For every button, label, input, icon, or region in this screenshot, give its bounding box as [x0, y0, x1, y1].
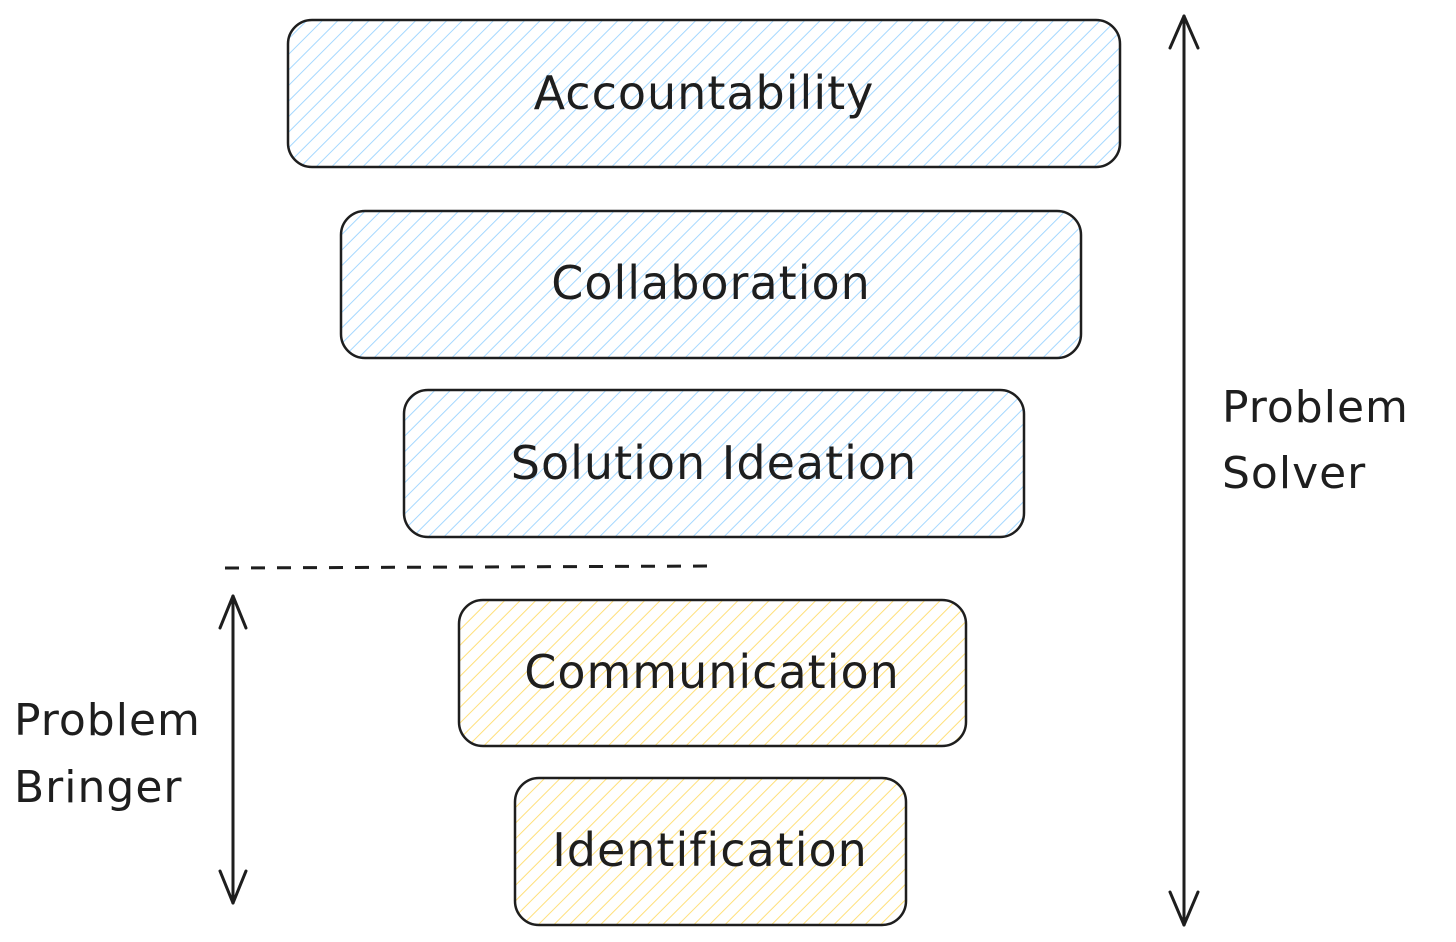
problem-bringer-line2: Bringer: [14, 762, 182, 813]
level-communication: Communication: [457, 598, 968, 748]
level-box: [402, 388, 1026, 539]
level-label: Identification: [552, 823, 868, 877]
level-identification: Identification: [513, 776, 908, 927]
arrow-down-icon: [1168, 890, 1200, 927]
problem-bringer-label: Problem Bringer: [14, 695, 201, 813]
problem-bringer-arrow: [218, 594, 248, 905]
level-solution-ideation: Solution Ideation: [402, 388, 1026, 539]
arrow-down-icon: [218, 869, 248, 905]
level-label: Accountability: [534, 66, 875, 120]
problem-solver-label: Problem Solver: [1222, 382, 1409, 499]
arrow-up-icon: [1168, 14, 1200, 50]
level-accountability: Accountability: [286, 18, 1122, 169]
level-box: [513, 776, 908, 927]
level-label: Communication: [524, 645, 900, 699]
level-collaboration: Collaboration: [339, 209, 1083, 360]
problem-solver-line2: Solver: [1222, 448, 1366, 499]
problem-bringer-line1: Problem: [14, 695, 201, 746]
problem-solver-arrow: [1168, 14, 1200, 927]
level-box: [286, 18, 1122, 169]
level-label: Collaboration: [551, 256, 871, 310]
divider-dashed-line: [224, 564, 717, 570]
level-label: Solution Ideation: [511, 436, 917, 490]
level-box: [457, 598, 968, 748]
arrow-up-icon: [218, 594, 248, 630]
problem-solver-line1: Problem: [1222, 382, 1409, 433]
level-box: [339, 209, 1083, 360]
